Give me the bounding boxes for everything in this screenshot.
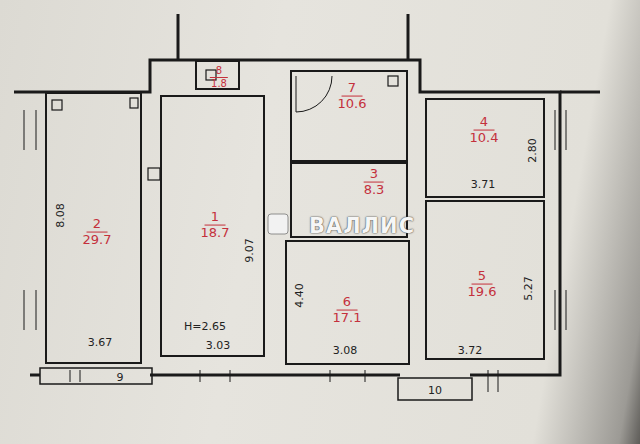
room-number: 5 — [472, 269, 492, 285]
dimension-label: 9.07 — [243, 238, 256, 263]
room-area: 19.6 — [468, 285, 497, 300]
dimension-label: 9 — [117, 371, 124, 384]
room-label: 710.6 — [338, 81, 367, 112]
room-area: 10.4 — [470, 131, 499, 146]
room-area: 1.8 — [211, 78, 227, 90]
dimension-label: 2.80 — [526, 138, 539, 163]
room-number: 4 — [474, 115, 494, 131]
room-outline: 229.7 — [45, 92, 142, 364]
dimension-label: 3.72 — [458, 344, 483, 357]
dimension-label: 5.27 — [522, 276, 535, 301]
room-outline: 710.6 — [290, 70, 408, 162]
door-swing — [296, 76, 332, 112]
dimension-label: 3.08 — [333, 344, 358, 357]
room-area: 8.3 — [364, 183, 385, 198]
room-label: 81.8 — [210, 65, 228, 89]
dimension-label: H=2.65 — [184, 320, 226, 333]
room-area: 17.1 — [333, 311, 362, 326]
watermark-logo — [268, 214, 288, 234]
room-label: 118.7 — [201, 210, 230, 241]
room-number: 8 — [210, 65, 228, 78]
dimension-label: 4.40 — [293, 283, 306, 308]
room-outline: 81.8 — [195, 60, 240, 90]
room-label: 617.1 — [333, 295, 362, 326]
balcony — [40, 368, 472, 400]
outer-wall — [14, 14, 600, 375]
room-label: 410.4 — [470, 115, 499, 146]
watermark: ВАЛЛИС — [309, 214, 415, 238]
room-number: 1 — [205, 210, 225, 226]
room-label: 38.3 — [364, 167, 385, 198]
dimension-label: 8.08 — [54, 203, 67, 228]
window — [24, 110, 566, 392]
room-area: 29.7 — [83, 233, 112, 248]
room-area: 10.6 — [338, 97, 367, 112]
room-number: 6 — [337, 295, 357, 311]
dimension-label: 10 — [428, 384, 442, 397]
dimension-label: 3.03 — [206, 339, 231, 352]
room-area: 18.7 — [201, 226, 230, 241]
room-label: 519.6 — [468, 269, 497, 300]
dimension-label: 3.67 — [88, 336, 113, 349]
room-outline: 118.7 — [160, 95, 265, 357]
room-number: 2 — [87, 217, 107, 233]
room-number: 3 — [364, 167, 384, 183]
dimension-label: 3.71 — [471, 178, 496, 191]
room-number: 7 — [342, 81, 362, 97]
room-label: 229.7 — [83, 217, 112, 248]
